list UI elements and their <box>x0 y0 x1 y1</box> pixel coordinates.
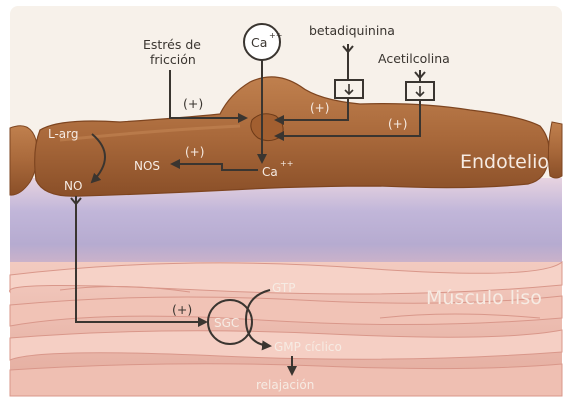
estres-label-line2: fricción <box>150 52 196 67</box>
gtp-label: GTP <box>272 281 295 295</box>
relajacion-label: relajación <box>256 378 314 392</box>
musculo-liso-label: Músculo liso <box>426 287 542 309</box>
gmp-label: GMP cíclico <box>274 340 342 354</box>
endotelio-label: Endotelio <box>460 151 549 173</box>
svg-text:++: ++ <box>269 31 282 40</box>
svg-text:Ca: Ca <box>251 35 267 50</box>
plus-nos: (+) <box>185 145 204 159</box>
nos-label: NOS <box>134 159 160 173</box>
ca-inner-sup: ++ <box>280 159 293 168</box>
plus-friction: (+) <box>183 96 203 111</box>
plus-bradykinin: (+) <box>310 101 329 115</box>
plus-acetylcholine: (+) <box>388 117 407 131</box>
estres-label-line1: Estrés de <box>143 37 201 52</box>
no-label: NO <box>64 179 82 193</box>
ca-inner-label: Ca <box>262 165 278 179</box>
plus-sgc: (+) <box>172 302 192 317</box>
svg-text:SGC: SGC <box>214 316 239 330</box>
betadiquinina-label: betadiquinina <box>309 23 395 38</box>
l-arg-label: L-arg <box>48 127 79 141</box>
acetilcolina-label: Acetilcolina <box>378 51 450 66</box>
